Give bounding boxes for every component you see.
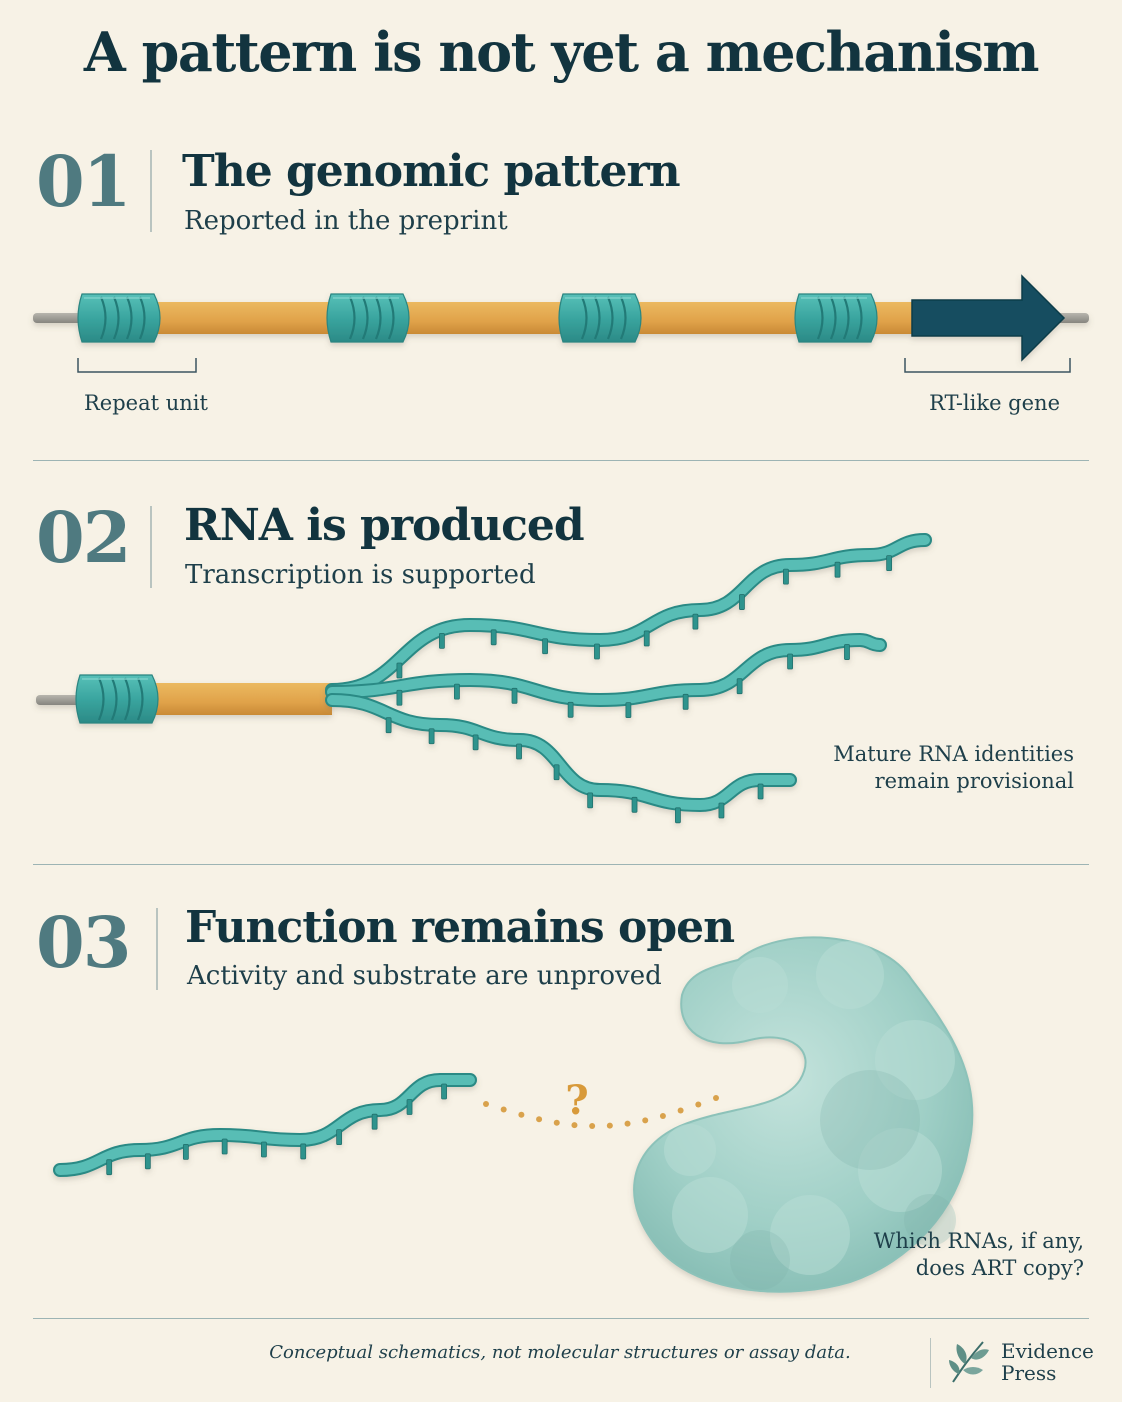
brand-line1: Evidence (1001, 1339, 1094, 1363)
repeat-block-1 (77, 293, 161, 343)
section-3-subtitle: Activity and substrate are unproved (187, 961, 662, 991)
rna-transcript-2 (325, 632, 887, 718)
connector-dot (571, 1122, 578, 1129)
connector-dot (518, 1111, 525, 1118)
brand-divider (930, 1338, 931, 1388)
rt-like-gene-arrow (911, 274, 1066, 362)
dotted-link (483, 1095, 719, 1130)
section-2-divider-bar (150, 506, 152, 588)
spacer-bar (150, 302, 920, 334)
connector-dot (500, 1106, 507, 1113)
footer-disclaimer: Conceptual schematics, not molecular str… (269, 1342, 851, 1363)
transcription-locus (36, 674, 332, 724)
section-2-number: 02 (36, 496, 131, 579)
connector-dot (695, 1101, 702, 1108)
open-question-note: Which RNAs, if any, does ART copy? (800, 1228, 1084, 1283)
connector-dot (553, 1119, 560, 1126)
free-rna-strand (53, 1073, 477, 1177)
connector-dot (483, 1101, 489, 1107)
repeat-units (77, 293, 878, 343)
section-divider-3 (33, 1318, 1089, 1319)
rna-identity-note: Mature RNA identities remain provisional (780, 741, 1074, 796)
rt-like-gene-label: RT-like gene (929, 391, 1060, 415)
section-3-title: Function remains open (185, 902, 735, 953)
open-question-line2: does ART copy? (915, 1256, 1084, 1281)
connector-dot (589, 1123, 596, 1130)
section-1-number: 01 (36, 140, 131, 223)
rna-transcript-3 (325, 693, 797, 824)
connector-dot (642, 1117, 649, 1124)
page-title: A pattern is not yet a mechanism (83, 20, 1040, 84)
rna-transcript-1 (325, 533, 932, 697)
section-1-subtitle: Reported in the preprint (184, 206, 508, 236)
locus-brackets (77, 358, 1071, 373)
repeat-block-2 (326, 293, 410, 343)
protein-shading (730, 1070, 956, 1290)
connector-dot (536, 1116, 543, 1123)
section-1-title: The genomic pattern (182, 146, 681, 197)
open-question-line1: Which RNAs, if any, (873, 1229, 1084, 1253)
leaf-icon (949, 1341, 989, 1383)
question-mark: ? (565, 1077, 588, 1124)
section-2-title: RNA is produced (184, 500, 585, 551)
repeat-block-4 (794, 293, 878, 343)
art-protein (633, 936, 974, 1293)
section-2-subtitle: Transcription is supported (185, 560, 536, 590)
rna-transcripts (325, 533, 932, 824)
connector-dot (606, 1122, 613, 1129)
repeat-block-3 (558, 293, 642, 343)
brand-name: Evidence Press (1001, 1340, 1094, 1384)
section-divider-1 (33, 460, 1089, 461)
connector-dot (677, 1107, 684, 1114)
repeat-unit-label: Repeat unit (84, 391, 208, 415)
section-divider-2 (33, 864, 1089, 865)
transcribed-region (150, 683, 332, 715)
section-3-divider-bar (156, 908, 158, 990)
rna-identity-note-line1: Mature RNA identities (833, 742, 1074, 766)
repeat-unit-transcribed (75, 674, 159, 724)
section-1-divider-bar (150, 150, 152, 232)
connector-dot (659, 1112, 666, 1119)
repeat-block-transcribed (75, 674, 159, 724)
section-3-number: 03 (36, 901, 131, 984)
connector-dot (624, 1120, 631, 1127)
rna-identity-note-line2: remain provisional (874, 769, 1074, 794)
genomic-locus (33, 274, 1089, 362)
brand-line2: Press (1001, 1361, 1057, 1385)
free-rna-transcript (53, 1073, 477, 1177)
connector-dot (713, 1095, 719, 1101)
